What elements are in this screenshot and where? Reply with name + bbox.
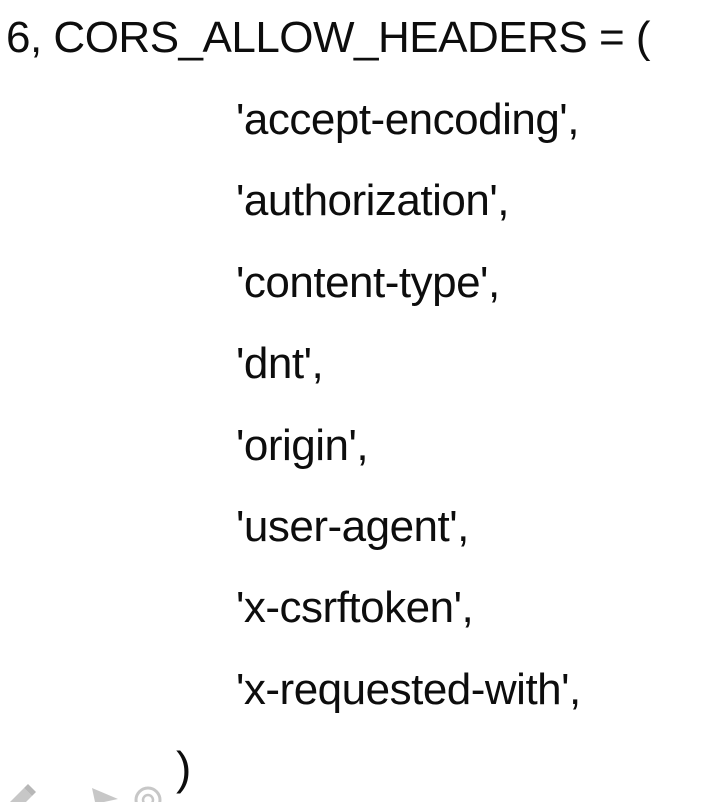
code-line-authorization: 'authorization', (236, 176, 509, 225)
code-line-closing-paren: ) (176, 742, 191, 794)
code-line-declaration: 6, CORS_ALLOW_HEADERS = ( (6, 13, 651, 62)
code-line-accept-encoding: 'accept-encoding', (236, 95, 579, 144)
arrow-pointer-icon[interactable] (92, 788, 118, 802)
code-line-user-agent: 'user-agent', (236, 502, 469, 551)
code-line-origin: 'origin', (236, 421, 369, 470)
code-line-dnt: 'dnt', (236, 339, 324, 388)
code-line-content-type: 'content-type', (236, 258, 500, 307)
target-icon[interactable] (134, 786, 162, 802)
code-line-x-csrftoken: 'x-csrftoken', (236, 583, 474, 632)
pen-icon[interactable] (2, 784, 36, 802)
annotation-toolbar (0, 772, 164, 802)
code-line-x-requested-with: 'x-requested-with', (236, 665, 581, 714)
